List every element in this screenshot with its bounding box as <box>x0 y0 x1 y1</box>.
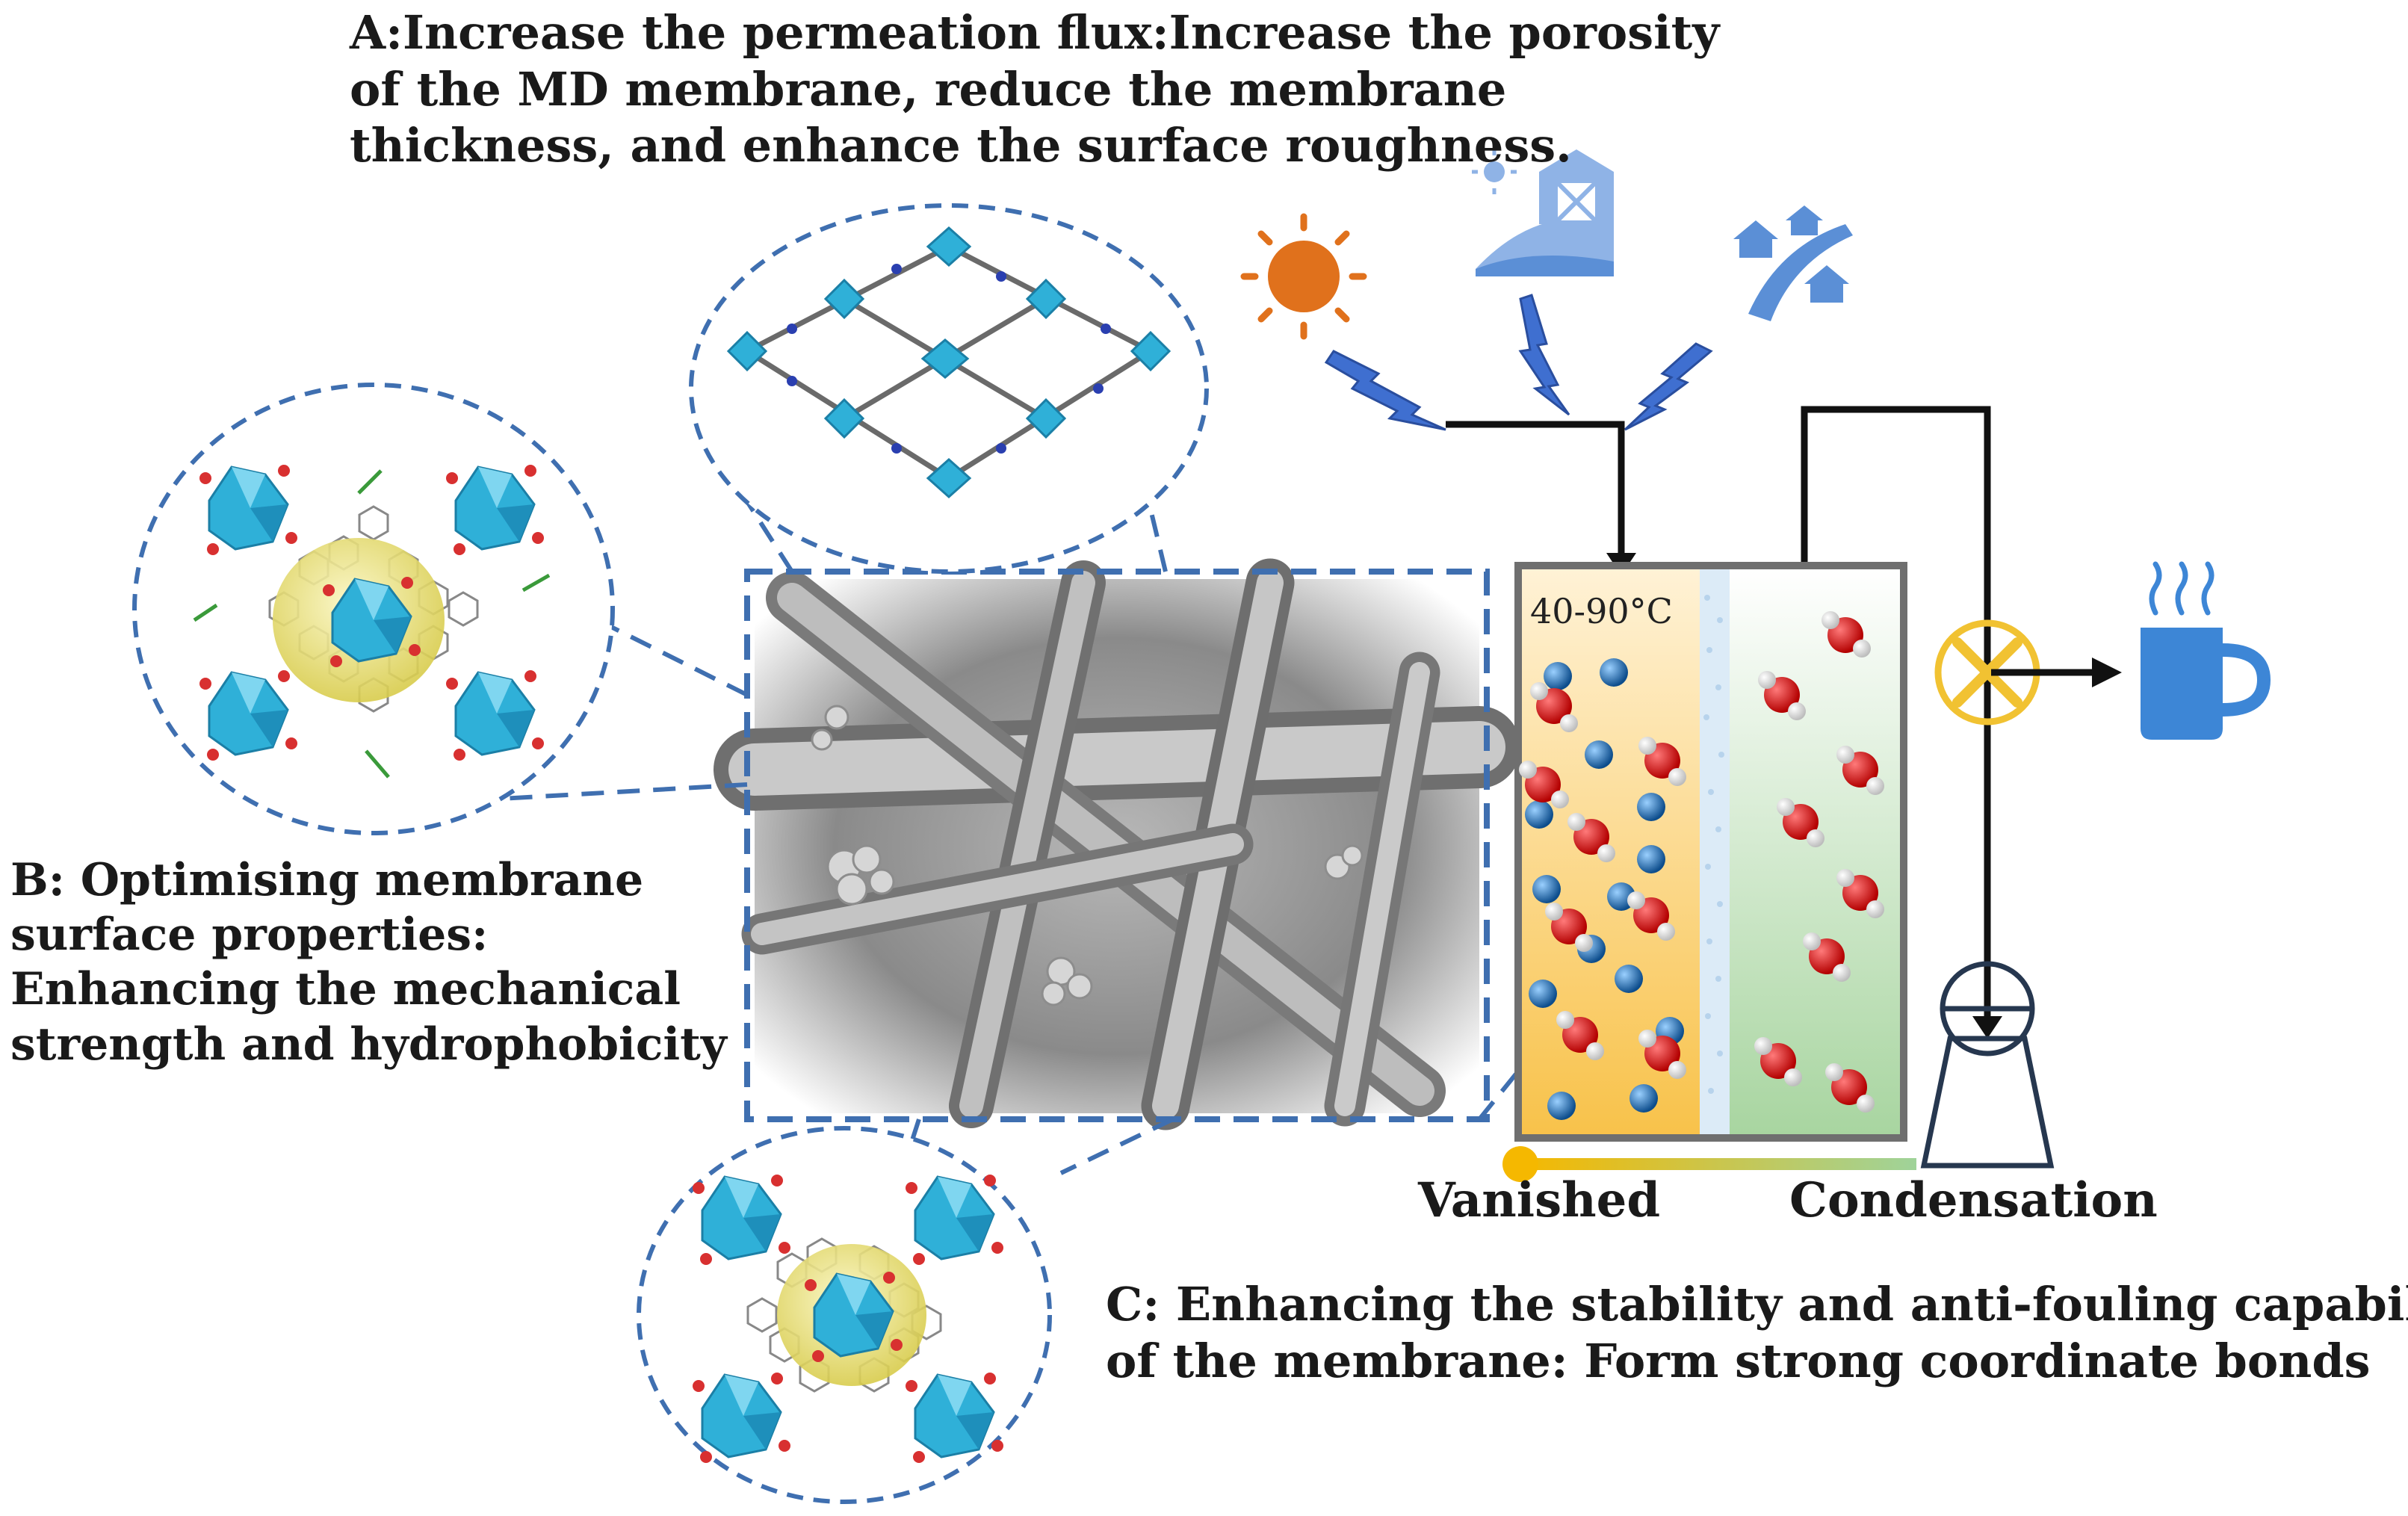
annotation-c-line-2: of the membrane: Form strong coordinate … <box>1106 1333 2371 1388</box>
annotation-b-line-2: surface properties: <box>10 909 489 962</box>
annotation-b-line-1: B: Optimising membrane <box>10 854 644 906</box>
annotation-b-line-4: strength and hydrophobicity <box>10 1018 727 1071</box>
mof-network-callout <box>689 203 1209 574</box>
sun-icon <box>1240 213 1367 340</box>
annotation-c: C: Enhancing the stability and anti-foul… <box>1106 1276 2408 1389</box>
annotation-a-line-1: A:Increase the permeation flux:Increase … <box>350 5 1720 60</box>
pump-icon <box>1920 961 2055 1169</box>
condensation-label: Condensation <box>1789 1172 2158 1228</box>
annotation-a-line-2: of the MD membrane, reduce the membrane <box>350 61 1507 117</box>
annotation-b: B: Optimising membrane surface propertie… <box>10 853 728 1072</box>
pipe-arrow-down-pump <box>1972 1016 2002 1039</box>
mof-cage-callout-bottom <box>637 1126 1052 1504</box>
mof-cage-callout-left <box>132 383 615 835</box>
valve-to-cup-arrow <box>1991 658 2122 687</box>
vanished-label: Vanished <box>1418 1172 1661 1228</box>
annotation-b-line-3: Enhancing the mechanical <box>10 963 681 1016</box>
coffee-cup-icon <box>2141 561 2271 740</box>
annotation-a: A:Increase the permeation flux:Increase … <box>350 4 1720 174</box>
farm-barn-icon <box>1472 149 1614 276</box>
sem-micrograph <box>714 558 1520 1130</box>
lightning-icon <box>1324 294 1713 431</box>
temperature-label: 40-90°C <box>1530 591 1673 631</box>
vanished-condensation-bar <box>1502 1146 1916 1182</box>
annotation-c-line-1: C: Enhancing the stability and anti-foul… <box>1106 1277 2408 1331</box>
md-cell <box>1514 562 1907 1142</box>
houses-icon <box>1733 205 1853 321</box>
annotation-a-line-3: thickness, and enhance the surface rough… <box>350 118 1572 173</box>
